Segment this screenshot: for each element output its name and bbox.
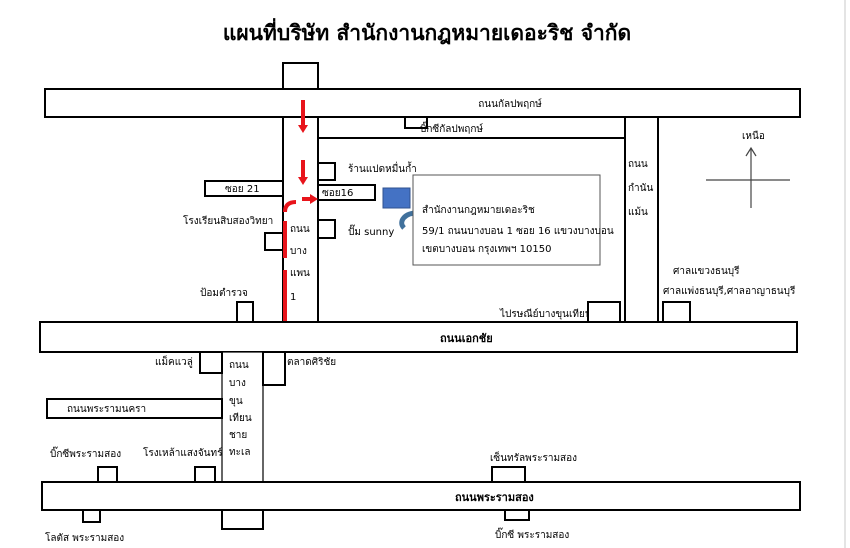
compass: เหนือ [706,130,790,208]
landmark-label: โรงเหล้าแสงจันทร์ [143,446,223,459]
landmark-box [404,116,428,129]
landmark-box [199,351,223,374]
road-kanlapaphruek [44,88,801,118]
svg-text:แพน: แพน [290,268,310,279]
office-address2: เขตบางบอน กรุงเทพฯ 10150 [422,244,551,255]
landmark-label: บิ๊กซีกัลปพฤกษ์ [420,121,483,135]
office-name: สำนักงานกฎหมายเดอะริช [422,205,535,216]
svg-text:กำนัน: กำนัน [628,183,654,194]
landmark-box [262,351,286,386]
road-bang-waek-label: ถนน บาง แพน 1 [290,224,310,303]
arrow-right-icon [310,194,318,204]
svg-text:ชาย: ชาย [229,430,247,441]
svg-text:1: 1 [290,292,296,303]
landmark-label: แม็คแวลู่ [155,354,193,368]
landmark-box [317,219,336,239]
landmark-label: ป้อมตำรวจ [200,287,248,299]
arrow-down-icon [298,125,308,133]
landmark-label: ร้านแปดหมื่นก้ำ [348,161,417,175]
svg-text:เทียน: เทียน [229,412,252,424]
road-label: ถนนพระรามนครา [67,404,146,415]
landmark-box [587,301,621,323]
north-arrow-icon [745,146,757,157]
office-info-box [412,174,601,266]
landmark-label: โรงเรียนสิบสองวิทยา [183,214,273,227]
road-rama2-inner [46,398,223,419]
svg-text:ถนน: ถนน [229,360,249,371]
road-label: ซอย 21 [225,184,260,195]
road-label: ถนนพระรามสอง [455,491,534,504]
landmark-box [317,162,336,181]
landmark-label: บิ๊กซีพระรามสอง [50,446,121,460]
road-label: ซอย16 [322,188,353,199]
svg-text:บาง: บาง [229,378,246,389]
landmark-label: บิ๊กซี พระรามสอง [495,527,569,541]
landmark-box [194,466,216,483]
landmark-box [97,466,118,483]
road-bang-khun-thian-label: ถนน บาง ขุน เทียน ชาย ทะเล [229,360,252,458]
road-ekkachai [39,321,798,353]
landmark-label: เซ็นทรัลพระรามสอง [490,450,577,464]
landmark-label: ศาลแพ่งธนบุรี,ศาลอาญาธนบุรี [663,285,796,297]
landmark-box [491,466,526,483]
svg-text:ถนน: ถนน [628,159,648,170]
svg-text:แม้น: แม้น [628,206,648,218]
road-kamnan-maen-label: ถนน กำนัน แม้น [628,159,654,218]
landmark-box [236,301,254,323]
svg-text:ทะเล: ทะเล [229,447,251,458]
office-address1: 59/1 ถนนบางบอน 1 ซอย 16 แขวงบางบอน [422,226,614,237]
map-title: แผนที่บริษัท สำนักงานกฎหมายเดอะริช จำกัด [223,17,631,45]
landmark-box [282,62,319,91]
landmark-label: ตลาดศิริชัย [287,357,336,368]
road-bang-khun-thian [221,351,264,483]
landmark-box [662,301,691,323]
road-rama2 [41,481,801,511]
svg-text:ถนน: ถนน [290,224,310,235]
landmark-box [221,509,264,530]
arrow-down-icon [298,177,308,185]
landmark-box [264,232,284,251]
landmark-box [82,509,101,523]
svg-text:ขุน: ขุน [229,396,243,407]
landmark-label: ไปรษณีย์บางขุนเทียน [499,308,592,320]
landmark-label: ศาลแขวงธนบุรี [673,265,740,277]
landmark-box [504,509,530,521]
road-label: ถนนกัลปพฤกษ์ [478,98,542,110]
road-soi21 [204,180,284,197]
landmark-label: โลตัส พระรามสอง [45,531,124,544]
office-marker [382,187,411,209]
svg-text:บาง: บาง [290,246,307,257]
road-label: ถนนเอกชัย [440,332,493,345]
road-soi16 [317,184,376,201]
route-path [283,100,318,322]
north-label: เหนือ [742,130,765,142]
landmark-label: ปั๊ม sunny [348,224,394,238]
